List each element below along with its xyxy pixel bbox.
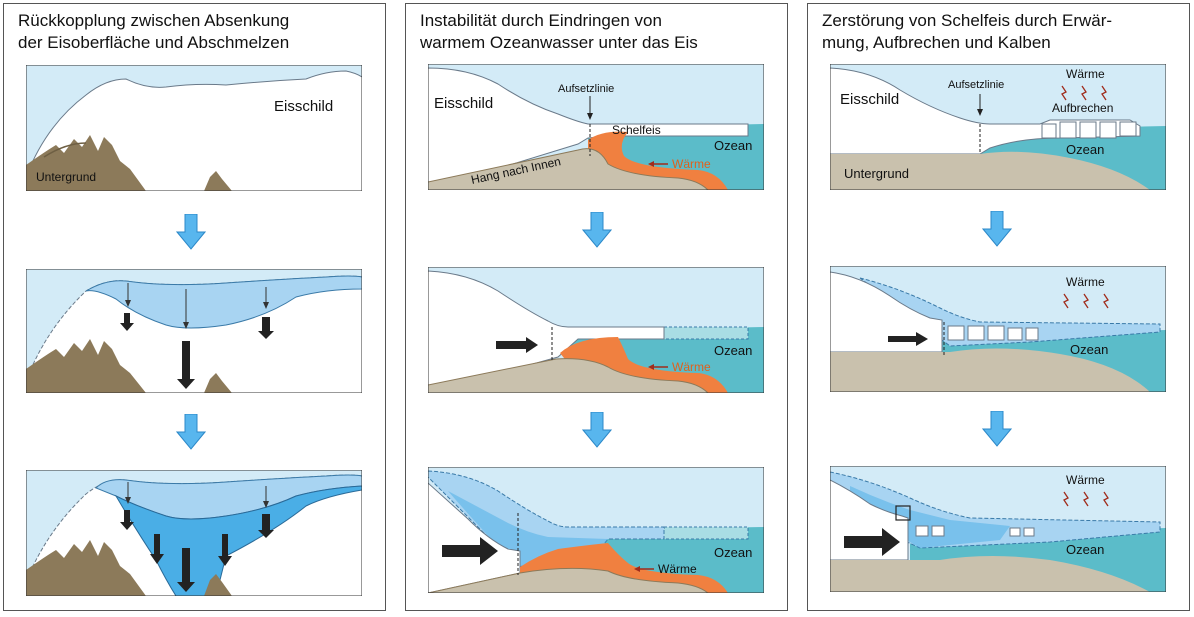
heat-arrow: [1061, 85, 1067, 101]
melt-arrow: [150, 534, 164, 564]
ice-loss-zone: [85, 275, 362, 329]
p2-flow-arrow-2: [582, 412, 612, 448]
p1-diagram-initial: Eisschild Untergrund: [26, 65, 362, 191]
melt-arrow: [258, 514, 274, 538]
label-ice-sheet: Eisschild: [434, 95, 493, 112]
ice-sheet-shape: [428, 67, 749, 190]
bedrock-mountains: [26, 339, 232, 393]
ice-shelf-blocks: [1041, 121, 1137, 139]
melt-arrow: [177, 341, 195, 389]
ice-shelf-blocks: [947, 325, 1039, 341]
bedrock-surface-lines: [43, 142, 87, 158]
heat-arrow: [1083, 491, 1089, 507]
p2-flow-arrow-1: [582, 212, 612, 248]
panel-title: Instabilität durch Eindringen von warmem…: [420, 11, 698, 52]
heat-arrow: [1103, 491, 1109, 507]
p1-diagram-runaway: [26, 470, 362, 596]
p3-diagram-initial: Aufsetzlinie Eisschild Wärme Aufbrechen …: [830, 64, 1166, 190]
ice-shelf-blocks: [915, 525, 1035, 537]
bedrock-mountains: [26, 135, 232, 191]
retreat-arrow: [496, 337, 538, 353]
label-bedrock: Untergrund: [36, 170, 96, 184]
heat-arrow: [1103, 293, 1109, 309]
label-ocean: Ozean: [1066, 142, 1104, 157]
label-ocean: Ozean: [714, 138, 752, 153]
melt-arrow: [177, 548, 195, 592]
p3-diagram-calving: Wärme Ozean: [830, 466, 1166, 592]
warm-water: [588, 131, 728, 190]
label-ocean: Ozean: [714, 343, 752, 358]
p2-diagram-collapse: Ozean Wärme: [428, 467, 764, 593]
bedrock-mountains: [26, 540, 232, 596]
label-heat: Wärme: [672, 360, 711, 374]
heat-arrow: [1063, 491, 1069, 507]
p2-diagram-initial: Aufsetzlinie Eisschild Schelfeis Ozean W…: [428, 64, 764, 190]
label-heat: Wärme: [672, 157, 711, 171]
heat-arrow: [1081, 85, 1087, 101]
ice-loss-zone: [428, 470, 665, 568]
label-grounding-line: Aufsetzlinie: [558, 83, 614, 95]
bedrock: [428, 148, 709, 190]
p1-diagram-lowering: [26, 269, 362, 393]
label-bedrock: Untergrund: [844, 166, 909, 181]
p3-flow-arrow-2: [982, 411, 1012, 447]
label-ice-shelf: Schelfeis: [612, 123, 661, 137]
heat-arrow: [1063, 293, 1069, 309]
retreat-arrow: [888, 332, 928, 346]
retreat-arrow: [442, 537, 498, 565]
former-ice-shelf: [663, 326, 749, 340]
p1-flow-arrow-1: [176, 214, 206, 250]
label-ocean: Ozean: [1066, 542, 1104, 557]
label-ocean: Ozean: [1070, 342, 1108, 357]
p1-flow-arrow-2: [176, 414, 206, 450]
label-ice-sheet: Eisschild: [274, 98, 333, 115]
panel-surface-lowering-feedback: Rückkopplung zwischen Absenkung der Eiso…: [3, 3, 386, 611]
label-heat: Wärme: [1066, 275, 1105, 289]
p2-diagram-retreat: Ozean Wärme: [428, 267, 764, 393]
melt-arrow: [218, 534, 232, 566]
retreat-arrow: [844, 528, 900, 556]
melt-arrow: [120, 313, 134, 331]
label-ice-sheet: Eisschild: [840, 91, 899, 108]
label-heat: Wärme: [1066, 67, 1105, 81]
label-ocean: Ozean: [714, 545, 752, 560]
panel-ice-shelf-breakup: Zerstörung von Schelfeis durch Erwär- mu…: [807, 3, 1190, 611]
panel-title: Zerstörung von Schelfeis durch Erwär- mu…: [822, 11, 1113, 52]
p3-diagram-breakup: Wärme Ozean: [830, 266, 1166, 392]
zoom-box: [895, 505, 911, 521]
ice-loss-zone-dark: [850, 486, 1010, 548]
heat-arrow: [1101, 85, 1107, 101]
panel-title: Rückkopplung zwischen Absenkung der Eiso…: [18, 11, 290, 52]
p3-flow-arrow-1: [982, 211, 1012, 247]
melt-arrow: [120, 510, 134, 530]
melt-arrow: [258, 317, 274, 339]
label-heat: Wärme: [658, 562, 697, 576]
label-grounding-line: Aufsetzlinie: [948, 79, 1004, 91]
bedrock: [830, 154, 980, 190]
panel-ocean-intrusion: Instabilität durch Eindringen von warmem…: [405, 3, 788, 611]
label-heat: Wärme: [1066, 473, 1105, 487]
heat-arrow: [1083, 293, 1089, 309]
label-break-up: Aufbrechen: [1052, 101, 1113, 115]
